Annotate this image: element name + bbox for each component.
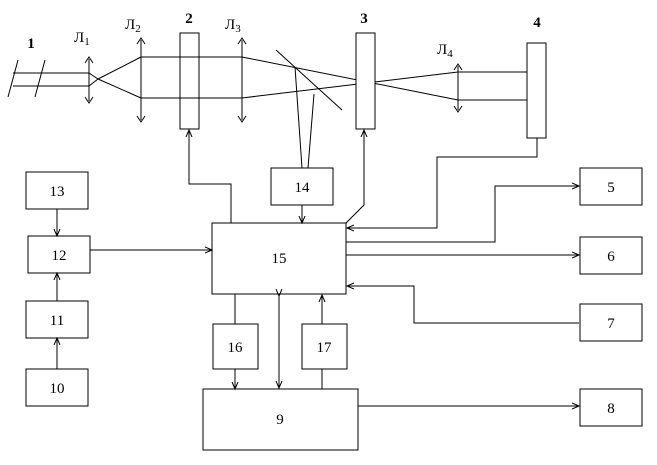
- target-4-label: 4: [533, 15, 541, 31]
- block-11-label: 11: [50, 313, 64, 329]
- block-8-label: 8: [607, 401, 615, 417]
- beam-path: [88, 56, 527, 169]
- block-17-label: 17: [317, 340, 333, 356]
- block-13: [25, 171, 89, 210]
- block-6: [579, 236, 643, 275]
- lens-2-label: Л2: [125, 17, 141, 35]
- block-7-label: 7: [607, 316, 615, 332]
- block-8: [579, 388, 643, 427]
- block-6-label: 6: [607, 249, 615, 265]
- connections: [57, 130, 579, 406]
- block-11: [25, 300, 89, 339]
- block-5-label: 5: [607, 180, 615, 196]
- block-15: [211, 222, 347, 295]
- lens-3: [237, 37, 247, 123]
- block-10-label: 10: [50, 381, 65, 397]
- block-17: [301, 323, 348, 370]
- block-14-label: 14: [295, 180, 311, 196]
- block-14: [270, 167, 334, 206]
- laser-label: 1: [27, 36, 35, 52]
- modulator-3-label: 3: [360, 11, 368, 27]
- block-9-label: 9: [276, 412, 284, 428]
- modulator-3: [355, 32, 376, 130]
- lens-2: [136, 37, 146, 123]
- beam-splitter: [275, 49, 343, 111]
- block-7: [579, 303, 643, 342]
- modulator-2: [179, 32, 200, 130]
- block-13-label: 13: [50, 184, 65, 200]
- block-9: [202, 388, 359, 451]
- laser-source: [7, 59, 89, 98]
- block-12: [27, 235, 91, 274]
- lens-1: [84, 56, 94, 104]
- block-15-label: 15: [272, 251, 287, 267]
- block-5: [579, 167, 643, 206]
- block-12-label: 12: [52, 248, 67, 264]
- lens-1-label: Л1: [74, 30, 90, 48]
- modulator-2-label: 2: [185, 11, 193, 27]
- lens-4: [453, 63, 463, 113]
- block-10: [25, 368, 89, 407]
- lens-3-label: Л3: [225, 17, 241, 35]
- lens-4-label: Л4: [437, 42, 453, 60]
- target-4: [526, 42, 547, 139]
- block-16-label: 16: [228, 340, 244, 356]
- block-16: [212, 323, 259, 370]
